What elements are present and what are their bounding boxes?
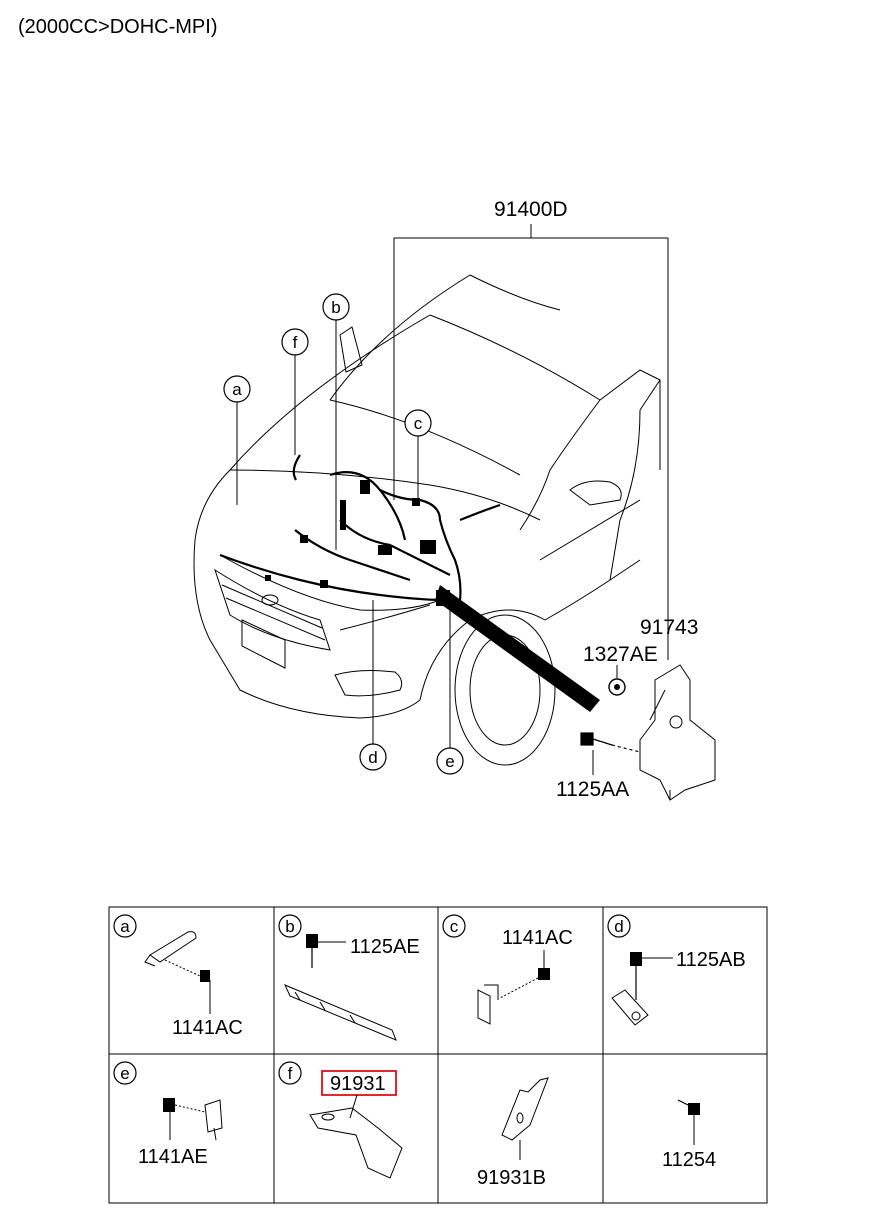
bracket-icon (309, 1107, 403, 1179)
detail-cell-a: a 1141AC (113, 914, 243, 1039)
part-number: 1141AC (502, 927, 573, 949)
bolt-icon (306, 934, 346, 968)
bolt-part-number: 1125AA (556, 778, 629, 801)
detail-cell-b: b 1125AE (278, 914, 420, 1041)
svg-text:f: f (288, 1064, 293, 1083)
leader-lines (236, 224, 669, 775)
svg-text:e: e (445, 752, 454, 771)
callout-e: e (436, 747, 464, 775)
detail-cell-d: d 1125AB (607, 914, 746, 1026)
side-mirror-icon (569, 480, 622, 506)
detail-cell-c: c 1141AC (442, 914, 573, 1025)
highlight-box (321, 1070, 397, 1096)
callout-f: f (281, 328, 309, 356)
harness-connectors (265, 480, 450, 606)
callout-b: b (322, 293, 350, 321)
ground-terminal-icon (611, 989, 649, 1026)
clip-icon (144, 931, 201, 977)
detail-grid (108, 906, 768, 1204)
bracket-icon (477, 984, 499, 1025)
part-number: 11254 (662, 1149, 716, 1171)
vehicle-illustration (193, 274, 661, 766)
callout-c: c (404, 409, 432, 437)
part-number-highlighted: 91931 (330, 1073, 386, 1095)
engine-spec-header: (2000CC>DOHC-MPI) (18, 16, 217, 38)
callout-d: d (359, 743, 387, 771)
part-number: 1141AC (172, 1017, 243, 1039)
detail-cell-g: 91931B (477, 1077, 549, 1189)
svg-text:d: d (368, 748, 377, 767)
detail-cell-f: f 91931 (278, 1061, 403, 1179)
bolt-icon (677, 1099, 700, 1145)
bolt-icon (163, 1098, 206, 1140)
emblem-icon (261, 594, 279, 606)
svg-text:b: b (285, 917, 294, 936)
svg-text:c: c (414, 414, 423, 433)
bracket-rail-icon (284, 984, 397, 1041)
relay-box-bracket (639, 664, 716, 801)
bracket-icon (501, 1077, 549, 1141)
bolt-icon (499, 950, 550, 999)
svg-text:c: c (450, 917, 459, 936)
license-plate-icon (241, 619, 286, 669)
detail-cell-h: 11254 (662, 1099, 716, 1171)
svg-text:b: b (331, 298, 340, 317)
bolt-icon (200, 970, 211, 1014)
bolt-icon (630, 952, 673, 1000)
nut-icon (608, 678, 626, 696)
svg-text:d: d (614, 917, 623, 936)
svg-text:f: f (293, 333, 298, 352)
part-number: 1125AE (350, 936, 420, 958)
detail-cell-e: e 1141AE (113, 1061, 223, 1168)
bracket-icon (204, 1099, 223, 1141)
part-number: 91931B (477, 1167, 546, 1189)
front-wheel-icon (454, 614, 556, 766)
svg-text:a: a (120, 917, 130, 936)
bolt-icon (580, 732, 641, 753)
nut-part-number: 1327AE (583, 643, 658, 666)
svg-text:a: a (232, 380, 242, 399)
bracket-part-number: 91743 (640, 616, 698, 639)
part-number: 1141AE (138, 1146, 208, 1168)
harness-trunk (435, 585, 600, 712)
part-number: 1125AB (676, 949, 746, 971)
callout-a: a (223, 375, 251, 403)
harness-part-number: 91400D (494, 198, 568, 221)
svg-text:e: e (120, 1064, 129, 1083)
